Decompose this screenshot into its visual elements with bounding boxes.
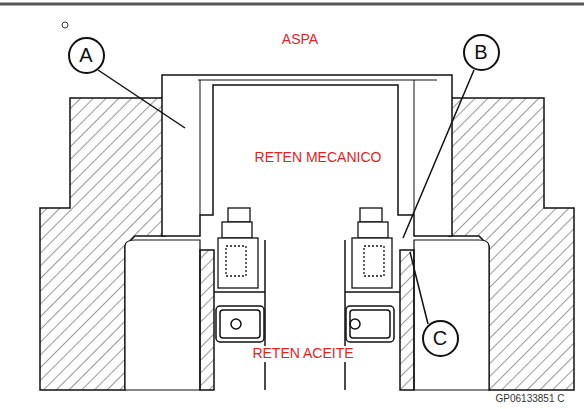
part-name: RETEN MECANICO (253, 150, 384, 165)
callout-circle: B (463, 34, 500, 71)
impeller (162, 75, 452, 236)
leader-line (98, 70, 185, 128)
part-name: ASPA (280, 32, 320, 47)
callout-circle: A (68, 37, 105, 74)
mechanical-seal-left (214, 208, 265, 292)
frame-line (0, 3, 584, 6)
impeller-lip (198, 80, 437, 81)
oil-seal-right (346, 306, 394, 342)
oil-seal-left (216, 306, 264, 342)
leader-line (410, 252, 428, 324)
callout-circle: C (422, 320, 459, 357)
figure-code: GP06133851 C (496, 393, 565, 404)
impeller-wall (200, 80, 201, 215)
mark-dot (62, 22, 68, 28)
bore-wall-right (400, 250, 414, 390)
part-name: RETEN ACEITE (250, 346, 355, 361)
cavity-left (125, 240, 200, 390)
mechanical-seal-right (345, 208, 400, 292)
callout-letter: A (79, 45, 92, 65)
callout-letter: C (433, 328, 447, 348)
bore-wall-left (200, 250, 214, 390)
leader-line (403, 70, 474, 238)
callout-letter: B (474, 42, 487, 62)
impeller-wall (414, 80, 415, 215)
